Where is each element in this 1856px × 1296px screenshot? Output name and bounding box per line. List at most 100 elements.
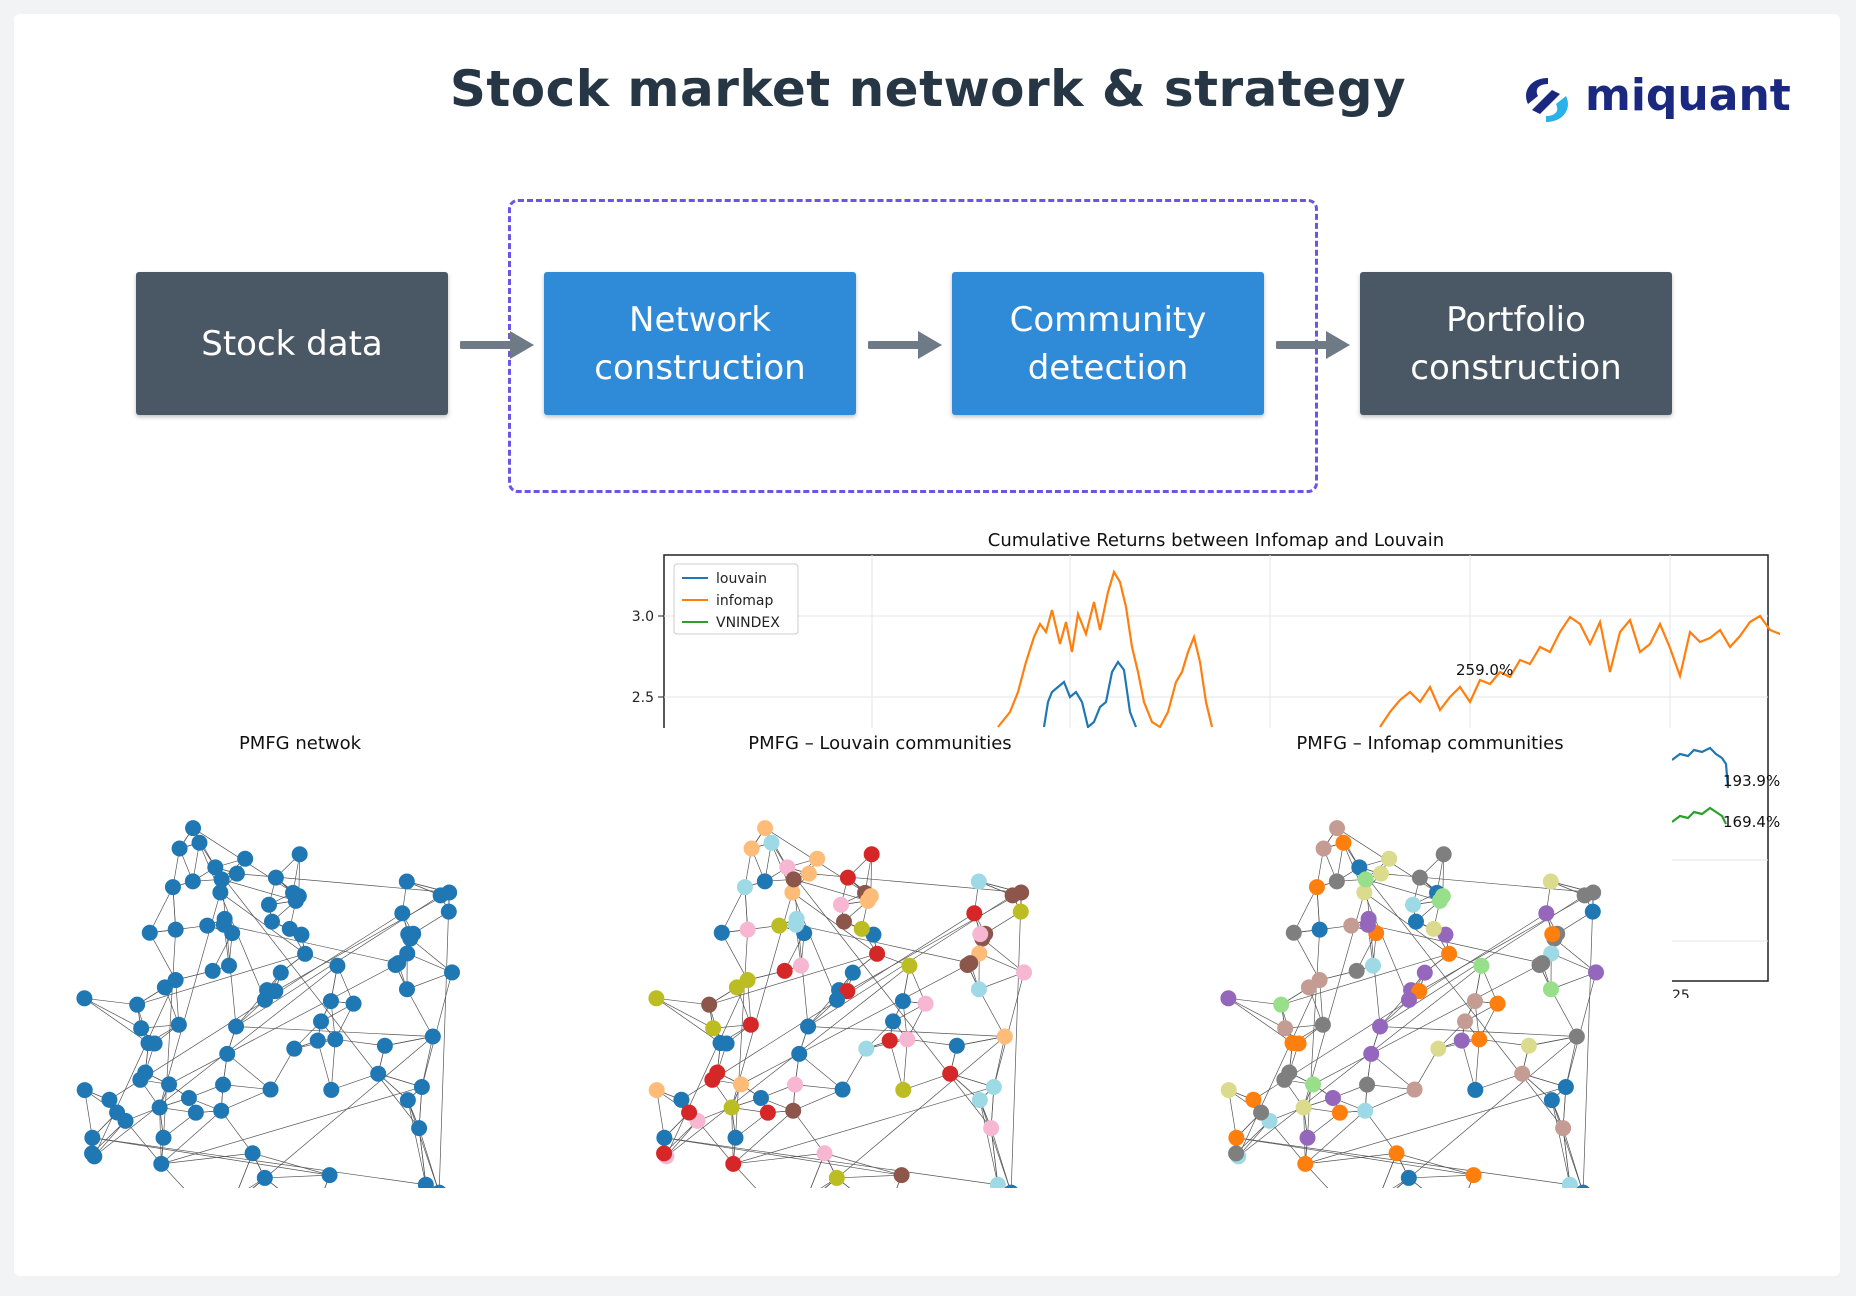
network-node [1441, 945, 1458, 962]
network-node [713, 924, 730, 941]
network-edge [733, 1163, 757, 1188]
network-node [718, 1035, 735, 1052]
network-edge [836, 1177, 851, 1188]
network-node [763, 834, 780, 851]
network-node [167, 972, 184, 989]
network-edge [979, 1100, 999, 1185]
network-node [1305, 1076, 1322, 1093]
network-graph-2 [648, 820, 1032, 1188]
network-node [387, 956, 404, 973]
network-edge [1582, 892, 1594, 1188]
network-edge [1367, 924, 1543, 964]
network-node [727, 1129, 744, 1146]
network-node [1372, 1018, 1389, 1035]
network-edge [1236, 1137, 1474, 1176]
network-edge [793, 1089, 843, 1112]
network-node [399, 1092, 416, 1109]
network-edge [1364, 892, 1450, 955]
network-node [84, 1129, 101, 1146]
network-edge [1305, 1110, 1366, 1165]
network-node [329, 957, 346, 974]
network-node [291, 846, 308, 863]
network-node [656, 1129, 673, 1146]
network-node [725, 1155, 742, 1172]
network-edge [709, 953, 878, 1006]
network-node [793, 957, 810, 974]
network-node [417, 1176, 434, 1188]
network-node [1220, 1082, 1237, 1099]
network-node [983, 1120, 1000, 1137]
network-node [1585, 884, 1602, 901]
network-node [673, 1091, 690, 1108]
network-edge [161, 1086, 422, 1165]
network-edge [137, 953, 306, 1006]
stock-data-box: Stock data [136, 272, 448, 415]
network-edge [1238, 965, 1482, 1157]
network-node [648, 990, 665, 1007]
network-node [844, 964, 861, 981]
network-node [187, 1104, 204, 1121]
network-edge [1236, 1137, 1570, 1186]
series-line-vnindex [1672, 806, 1727, 825]
network-node [256, 991, 273, 1008]
network-node [757, 820, 774, 837]
network-node [771, 917, 788, 934]
network-node [1471, 1031, 1488, 1048]
community-label-2: detection [1027, 347, 1189, 388]
network-node [885, 1013, 902, 1030]
network-node [129, 996, 146, 1013]
network-node [281, 920, 298, 937]
final-label-louvain: 193.9% [1723, 772, 1780, 790]
network-node [1467, 1081, 1484, 1098]
network-node [1411, 869, 1428, 886]
network-node [791, 1045, 808, 1062]
network-edge [1228, 997, 1282, 1006]
chart-title: Cumulative Returns between Infomap and L… [987, 530, 1445, 551]
network-edge [407, 1100, 427, 1185]
network-node [1315, 840, 1332, 857]
network-node [1400, 991, 1417, 1008]
network-panel [40, 728, 1672, 1188]
network-node [1012, 903, 1029, 920]
network-node [290, 888, 307, 905]
network-edge [220, 1110, 253, 1154]
network-node [1555, 1120, 1572, 1137]
community-detection-box: Community detection [952, 272, 1264, 415]
network-edge [1551, 1100, 1582, 1188]
network-node [164, 879, 181, 896]
network-edge [1253, 913, 1547, 1101]
x-tick-label: 25 [1672, 988, 1690, 998]
network-node [743, 840, 760, 857]
network-edge [656, 997, 714, 1029]
network-node [942, 1065, 959, 1082]
network-edge [978, 989, 1006, 1037]
network-edge [1364, 1110, 1397, 1154]
network-node [424, 1028, 441, 1045]
network-node [834, 1081, 851, 1098]
network-edge [982, 938, 1025, 973]
network-node [153, 1155, 170, 1172]
network-node [800, 865, 817, 882]
network-construction-box: Network construction [544, 272, 856, 415]
network-node [1538, 905, 1555, 922]
network-node [989, 1176, 1006, 1188]
network-edge [227, 1053, 271, 1090]
network-node [705, 1020, 722, 1037]
network-node [213, 871, 230, 888]
network-node [1576, 1184, 1590, 1188]
network-node [1542, 981, 1559, 998]
network-node [1430, 1040, 1447, 1057]
network-node [76, 1082, 93, 1099]
network-edge [733, 1152, 825, 1165]
network-node [1356, 884, 1373, 901]
page-title: Stock market network & strategy [449, 60, 1407, 118]
network-edge [793, 879, 809, 1027]
network-edge [330, 1039, 336, 1090]
network-edge [215, 867, 420, 1129]
network-node [345, 995, 362, 1012]
network-node [800, 1018, 817, 1035]
network-edge [836, 1174, 902, 1179]
network-node [260, 896, 277, 913]
network-node [440, 903, 457, 920]
network-edge [907, 1038, 957, 1047]
